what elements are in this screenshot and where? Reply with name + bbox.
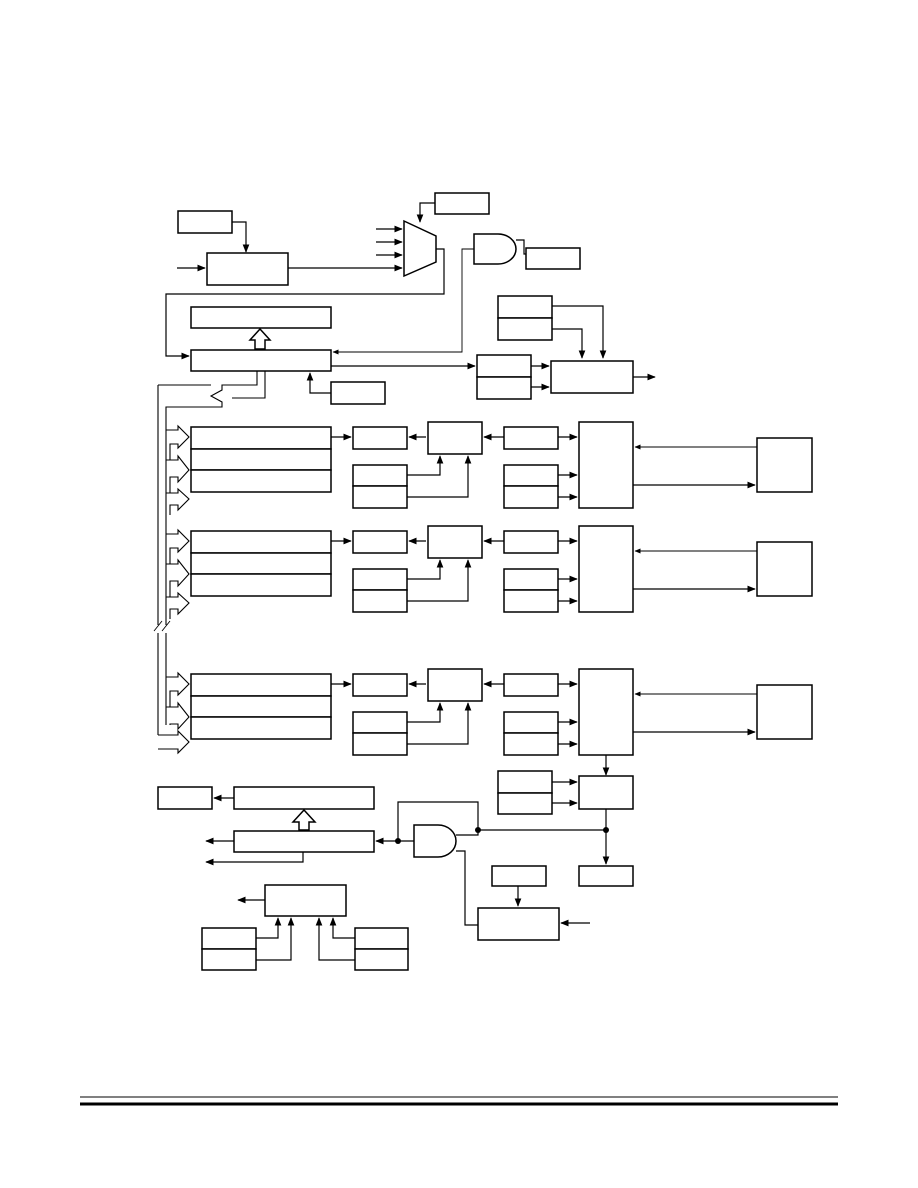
flag-reg-right-b xyxy=(354,948,409,971)
status-register-box xyxy=(190,306,332,329)
channel-register-a xyxy=(190,426,332,450)
channel-compare-box xyxy=(427,668,483,702)
status-output-box xyxy=(264,884,347,917)
channel-control-b xyxy=(503,589,559,613)
channel-io-logic-box xyxy=(578,525,634,613)
channel-capture-box xyxy=(503,426,559,450)
channel-register-c xyxy=(190,573,332,597)
gate-enable-box xyxy=(525,247,581,270)
channel-register-b xyxy=(190,695,332,718)
reg-lower-b xyxy=(476,376,532,400)
channel-mode-a xyxy=(352,464,408,487)
flag-reg-left-b xyxy=(201,948,257,971)
status-transfer-arrow xyxy=(248,327,272,350)
channel-pin-box xyxy=(756,437,813,493)
main-counter-box xyxy=(190,349,332,372)
counter-control-box xyxy=(330,381,386,405)
channel-register-a xyxy=(190,673,332,697)
output-compare-section xyxy=(476,295,656,400)
prescaler-box xyxy=(206,252,289,286)
channel-register-c xyxy=(190,469,332,493)
channel-mode-b xyxy=(352,732,408,756)
channel-control-a xyxy=(503,711,559,734)
output-pin-box xyxy=(157,786,213,810)
channel-n xyxy=(158,668,813,756)
channel-pin-box xyxy=(756,684,813,740)
channel-control-b xyxy=(503,732,559,756)
output-latch-box xyxy=(233,830,375,853)
channel-compare-box xyxy=(427,525,483,559)
channel-latch-box xyxy=(352,530,408,554)
clock-source-box xyxy=(177,210,233,234)
channel-register-a xyxy=(190,530,332,554)
event-reg-b xyxy=(497,792,553,815)
event-output-box xyxy=(578,865,634,887)
output-register-box xyxy=(233,786,375,810)
channel-register-b xyxy=(190,552,332,575)
channel-control-b xyxy=(503,485,559,509)
output-transfer-arrow xyxy=(291,808,317,831)
mux-select-box xyxy=(434,192,490,215)
channel-mode-a xyxy=(352,711,408,734)
channel-latch-box xyxy=(352,673,408,697)
internal-bus xyxy=(153,371,266,735)
channel-1 xyxy=(166,421,813,515)
interrupt-control-box xyxy=(477,907,560,941)
channel-io-logic-box xyxy=(578,668,634,756)
channel-capture-box xyxy=(503,673,559,697)
channel-latch-box xyxy=(352,426,408,450)
reg-upper-b xyxy=(497,317,553,341)
channel-control-a xyxy=(503,568,559,591)
event-logic-box xyxy=(578,775,634,810)
flag-reg-right-a xyxy=(354,927,409,950)
channel-compare-box xyxy=(427,421,483,455)
channel-capture-box xyxy=(503,530,559,554)
event-reg-a xyxy=(497,770,553,794)
channel-control-a xyxy=(503,464,559,487)
reg-upper-a xyxy=(497,295,553,319)
clock-select-mux xyxy=(403,219,437,278)
and-gate-top xyxy=(473,233,517,265)
and-gate-bottom xyxy=(413,824,457,858)
interrupt-source-box xyxy=(491,865,547,887)
channel-register-c xyxy=(190,716,332,740)
bottom-section xyxy=(157,755,634,971)
channel-register-b xyxy=(190,448,332,471)
reg-lower-a xyxy=(476,354,532,378)
channel-mode-b xyxy=(352,485,408,509)
channel-mode-a xyxy=(352,568,408,591)
channel-pin-box xyxy=(756,541,813,597)
clock-section xyxy=(165,192,581,405)
compare-logic-box xyxy=(550,360,634,394)
channel-2 xyxy=(166,525,813,619)
flag-reg-left-a xyxy=(201,927,257,950)
channel-mode-b xyxy=(352,589,408,613)
channel-io-logic-box xyxy=(578,421,634,509)
